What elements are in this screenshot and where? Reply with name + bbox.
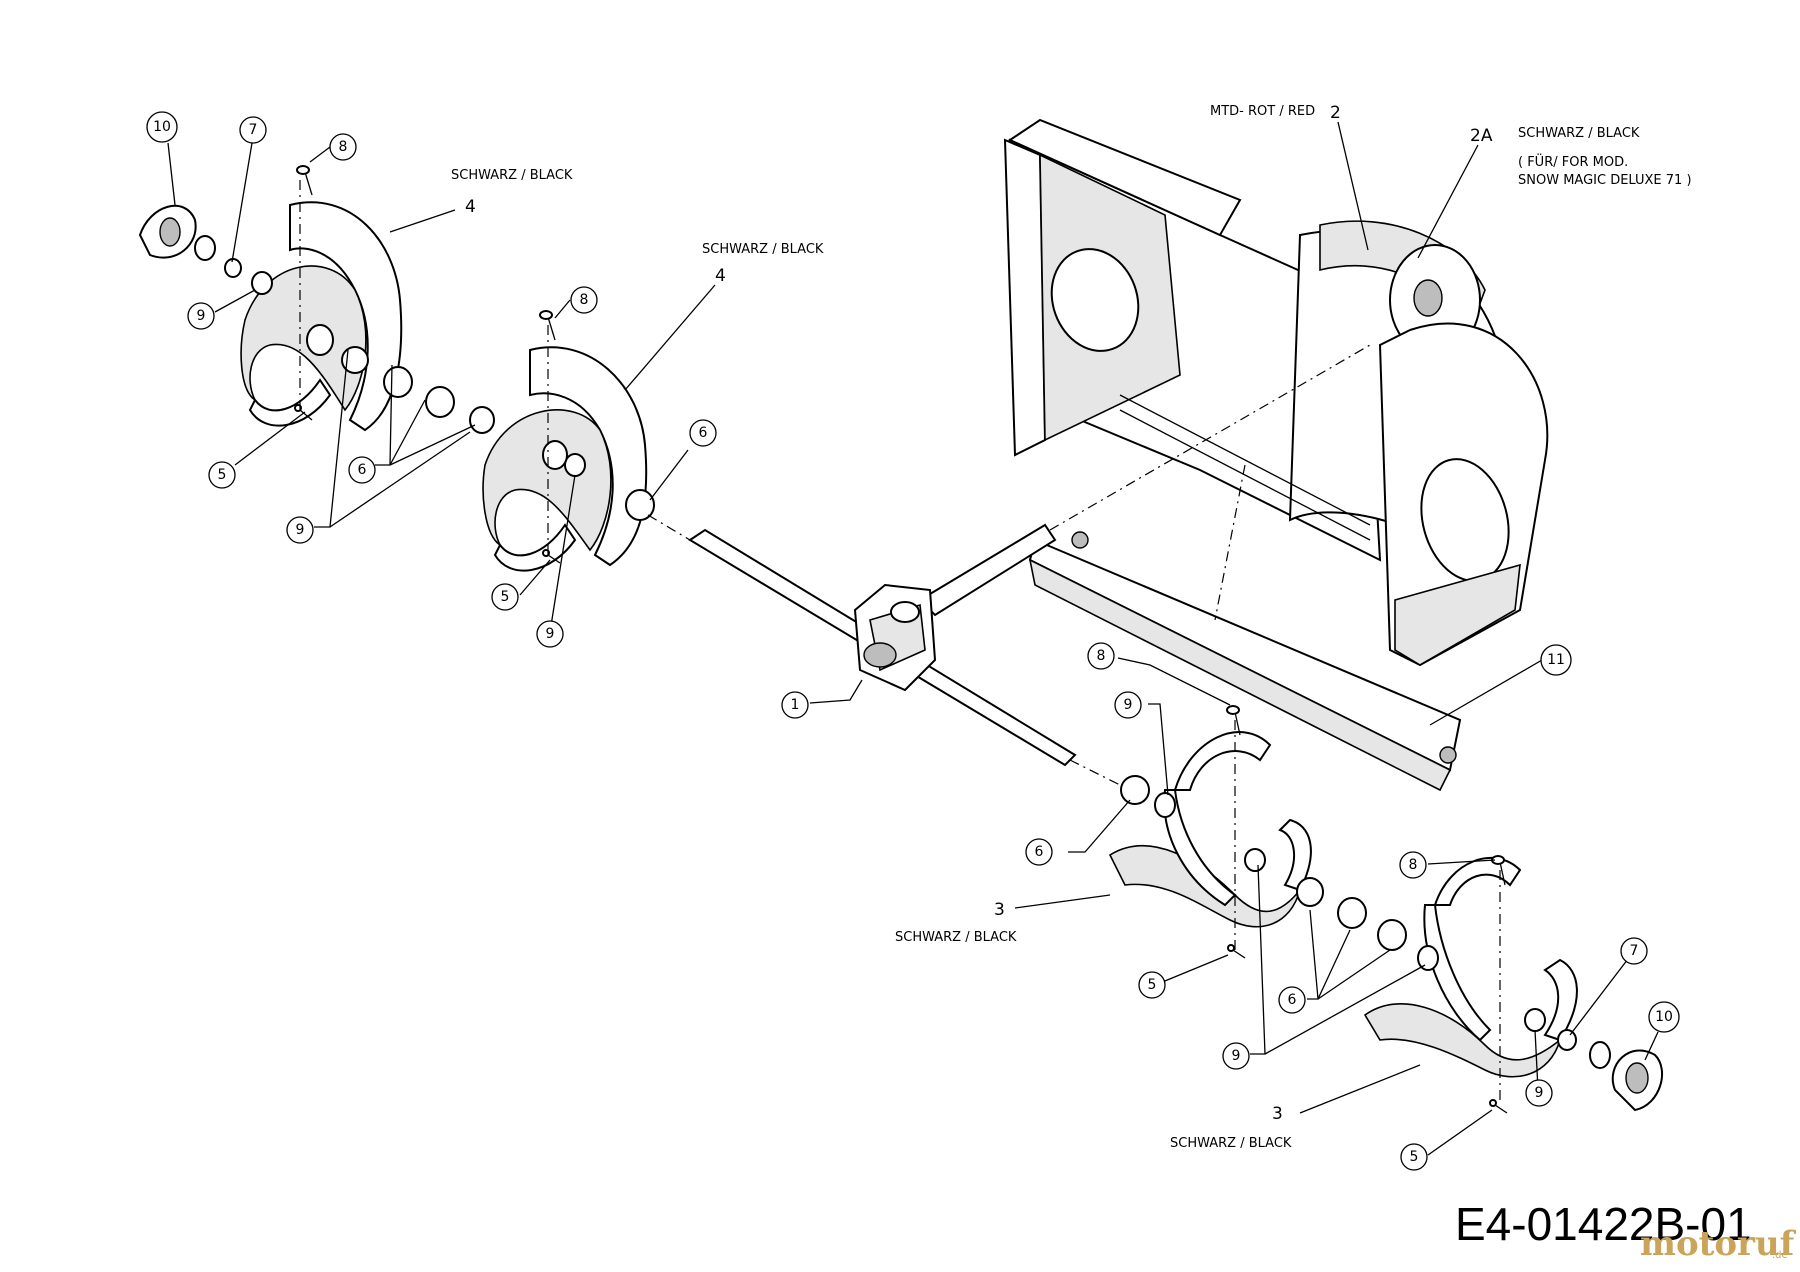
svg-text:11: 11 <box>1547 652 1565 668</box>
color-notes: SCHWARZ / BLACK SCHWARZ / BLACK MTD- ROT… <box>451 104 1692 1151</box>
spacers-right <box>1296 877 1546 1032</box>
callout-9-right-lower: 9 <box>1222 1042 1250 1070</box>
callout-9-mid: 9 <box>536 620 564 648</box>
color-note-black-mid: SCHWARZ / BLACK <box>702 242 824 257</box>
svg-text:10: 10 <box>1655 1009 1673 1025</box>
callouts: 10 7 8 9 5 6 9 8 6 5 9 1 11 8 9 6 5 6 9 … <box>146 111 1680 1171</box>
callout-8-right-lower: 8 <box>1399 851 1427 879</box>
part-number-4-mid: 4 <box>715 266 726 286</box>
svg-text:5: 5 <box>1410 1149 1419 1165</box>
drawing-code: E4-01422B-01 <box>1455 1198 1752 1250</box>
part-number-3-right: 3 <box>1272 1104 1283 1124</box>
svg-text:1: 1 <box>791 697 800 713</box>
callout-6-right-top: 6 <box>1025 838 1053 866</box>
svg-text:motoruf: motoruf <box>1640 1224 1797 1264</box>
plain-part-numbers: 4 4 2 2A 3 3 <box>465 103 1493 1124</box>
color-note-black-2a: SCHWARZ / BLACK <box>1518 126 1640 141</box>
model-note-line-1: ( FÜR/ FOR MOD. <box>1518 153 1628 170</box>
part-number-2a: 2A <box>1470 126 1493 146</box>
part-number-2: 2 <box>1330 103 1341 123</box>
shave-plate <box>1028 531 1462 792</box>
callout-8-mid: 8 <box>570 286 598 314</box>
svg-text:6: 6 <box>699 425 708 441</box>
bearing-left <box>138 204 273 295</box>
svg-text:8: 8 <box>1097 648 1106 664</box>
svg-text:6: 6 <box>358 462 367 478</box>
svg-text:9: 9 <box>1124 697 1133 713</box>
color-note-black-3-left: SCHWARZ / BLACK <box>895 930 1017 945</box>
svg-text:6: 6 <box>1035 844 1044 860</box>
color-note-black-left: SCHWARZ / BLACK <box>451 168 573 183</box>
callout-8-left: 8 <box>329 133 357 161</box>
callout-5-left: 5 <box>208 461 236 489</box>
svg-text:8: 8 <box>1409 857 1418 873</box>
callout-6-mid: 6 <box>689 419 717 447</box>
svg-text:.de: .de <box>1772 1250 1788 1261</box>
svg-text:7: 7 <box>249 122 258 138</box>
auger-flight-left-outer <box>240 201 403 432</box>
svg-text:8: 8 <box>339 139 348 155</box>
callout-11: 11 <box>1540 644 1572 676</box>
svg-text:10: 10 <box>153 119 171 135</box>
callout-9-right-top: 9 <box>1114 691 1142 719</box>
color-note-black-3-right: SCHWARZ / BLACK <box>1170 1136 1292 1151</box>
auger-housing <box>1003 118 1549 667</box>
auger-flight-right-inner <box>1108 731 1312 928</box>
svg-text:5: 5 <box>1148 977 1157 993</box>
bearing-right <box>1557 1029 1664 1112</box>
svg-text:9: 9 <box>1535 1085 1544 1101</box>
gearbox <box>853 583 937 692</box>
svg-text:9: 9 <box>546 626 555 642</box>
callout-7-left: 7 <box>239 116 267 144</box>
part-number-3-left: 3 <box>994 900 1005 920</box>
callout-10-left: 10 <box>146 111 178 143</box>
callout-1: 1 <box>781 691 809 719</box>
svg-text:8: 8 <box>580 292 589 308</box>
part-number-4-left: 4 <box>465 197 476 217</box>
cotter-pins <box>294 404 1508 1114</box>
callout-6-left: 6 <box>348 456 376 484</box>
leader-lines <box>167 121 1659 1156</box>
svg-text:9: 9 <box>197 308 206 324</box>
svg-text:9: 9 <box>1232 1048 1241 1064</box>
svg-text:5: 5 <box>501 589 510 605</box>
callout-7-right: 7 <box>1620 937 1648 965</box>
callout-9-right-far: 9 <box>1525 1079 1553 1107</box>
callout-5-right-lower: 5 <box>1400 1143 1428 1171</box>
center-lines <box>299 180 1501 1105</box>
callout-9-left-lower: 9 <box>286 516 314 544</box>
watermark-logo: motoruf .de <box>1640 1224 1797 1264</box>
callout-6-right-lower: 6 <box>1278 986 1306 1014</box>
svg-text:7: 7 <box>1630 943 1639 959</box>
callout-10-right: 10 <box>1648 1001 1680 1033</box>
svg-text:9: 9 <box>296 522 305 538</box>
model-note-line-2: SNOW MAGIC DELUXE 71 ) <box>1518 173 1692 188</box>
auger-flight-left-inner <box>482 346 648 572</box>
callout-8-right-top: 8 <box>1087 642 1115 670</box>
svg-text:5: 5 <box>218 467 227 483</box>
color-note-red: MTD- ROT / RED <box>1210 104 1315 119</box>
spacers-right-inner <box>1120 775 1266 872</box>
svg-text:6: 6 <box>1288 992 1297 1008</box>
callout-9-left-upper: 9 <box>187 302 215 330</box>
auger-flight-right-outer <box>1363 856 1578 1078</box>
callout-5-mid: 5 <box>491 583 519 611</box>
callout-5-right-mid: 5 <box>1138 971 1166 999</box>
